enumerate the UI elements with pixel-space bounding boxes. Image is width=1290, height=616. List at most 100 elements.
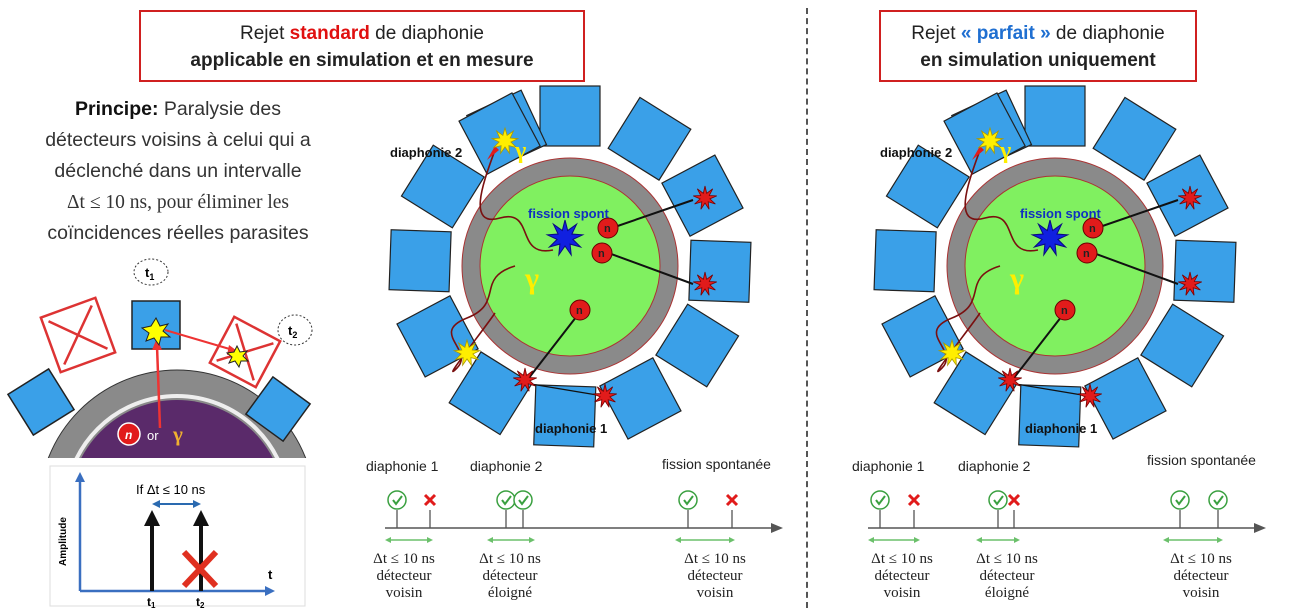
impact-star [593,383,617,408]
neutron-track [524,311,581,384]
right-title-line2: en simulation uniquement [920,50,1156,71]
left-title-line1: Rejet standard de diaphonie [240,23,484,44]
neutron-track [1009,311,1066,384]
impact-star [1078,383,1102,408]
detector-square [599,357,682,440]
impact-star [998,367,1022,392]
check-mark [993,495,1004,506]
schematic-neutron [117,422,141,446]
crosstalk-track [1009,382,1089,397]
right-tl-diaphonie1: diaphonie 1 [852,458,925,474]
accepted-check-icon [513,490,533,510]
gamma-symbol: γ [514,138,526,164]
svg-text:n: n [125,428,132,442]
gamma-wave [479,149,554,252]
accepted-check-icon [496,490,516,510]
panel-divider [806,8,808,608]
impact-star [1178,185,1202,210]
left-title-box: Rejet standard de diaphonie applicable e… [139,10,585,82]
detector-square [1173,239,1237,303]
neutron-dot [569,299,591,321]
detector-square [873,229,937,293]
left-fission-label: fission spont [528,206,609,221]
check-mark [875,495,886,506]
gamma-star [937,338,967,367]
right-diaphonie2-label: diaphonie 2 [880,145,953,160]
detector-square [388,229,452,293]
impact-star [513,367,537,392]
detector-square [1024,85,1086,147]
right-title-highlight: « parfait » [960,23,1051,44]
gamma-symbol: γ [999,138,1011,164]
accepted-check-icon [870,490,890,510]
detector-square [688,239,752,303]
schematic-star-center [140,316,172,347]
interval-arrow-head [976,537,982,543]
right-title-line1: Rejet « parfait » de diaphonie [911,23,1165,44]
interval-arrow-head [675,537,681,543]
timeline-arrow [771,523,783,533]
svg-text:Amplitude: Amplitude [58,517,69,566]
gamma-wave [964,149,1039,252]
principle-text: Principe: Paralysie des détecteurs voisi… [45,98,311,244]
neutron-label: n [1061,305,1068,317]
schematic-star-right [225,344,250,369]
neutron-dot [591,242,613,264]
svg-text:t: t [268,567,273,582]
gamma-symbol: γ [524,262,539,295]
detector-square [933,351,1018,436]
detector-square [885,144,970,229]
gamma-star [490,126,520,155]
neutron-track [602,250,694,285]
neutron-track [1087,250,1179,285]
gamma-star [975,126,1005,155]
gamma-symbol: γ [1009,262,1024,295]
svg-text:t1: t1 [147,595,156,610]
neutron-dot [1076,242,1098,264]
impact-star [693,185,717,210]
fission-star [1030,219,1070,257]
detector-square [396,295,479,378]
left-tl-fission: fission spontanée [662,456,771,472]
impact-star [693,271,717,296]
neutron-label: n [598,248,605,260]
timeline-right [868,490,1266,543]
sample-core [964,175,1146,357]
right-diaphonie1-label: diaphonie 1 [1025,421,1098,436]
rejected-cross-icon [907,493,921,507]
detector-square [1140,303,1225,388]
svg-text:t2: t2 [288,323,297,340]
fission-star [545,219,585,257]
interval-arrow-head [868,537,874,543]
neutron-label: n [604,223,611,235]
schematic-detector-right [244,375,312,443]
svg-text:γ: γ [172,422,183,446]
timeline-left [385,490,783,543]
interval-arrow-head [914,537,920,543]
neutron-label: n [1083,248,1090,260]
check-mark [392,495,403,506]
detector-square [448,351,533,436]
detector-square [881,295,964,378]
interval-arrow-head [427,537,433,543]
left-title-line2: applicable en simulation et en mesure [190,50,534,71]
accepted-check-icon [988,490,1008,510]
interval-arrow-head [529,537,535,543]
detector-square [400,144,485,229]
check-mark [518,495,529,506]
right-fission-label: fission spont [1020,206,1101,221]
timeline-arrow [1254,523,1266,533]
check-mark [683,495,694,506]
sample-core [479,175,661,357]
detector-square [539,85,601,147]
detector-square [655,303,740,388]
rejected-cross-icon [1007,493,1021,507]
interval-arrow-head [487,537,493,543]
arrow-head [487,146,499,160]
